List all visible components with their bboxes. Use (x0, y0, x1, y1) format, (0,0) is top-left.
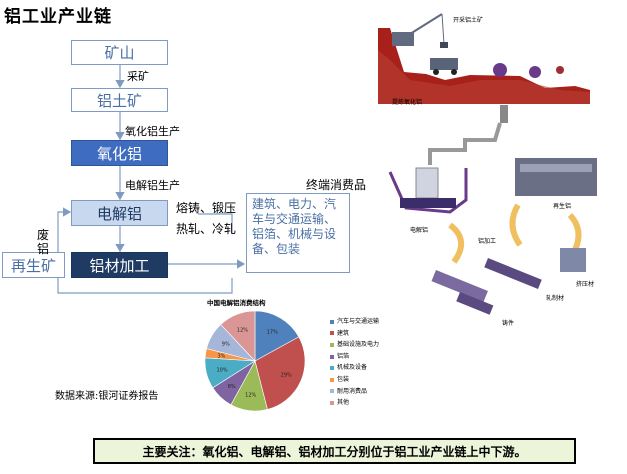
legend-swatch-2 (330, 342, 334, 347)
box-mine: 矿山 (71, 40, 168, 65)
legend-label-6: 耐用消费品 (337, 387, 368, 395)
pie-value-label-5: 3% (217, 354, 225, 360)
truck-icon (430, 58, 458, 70)
label-processing-illustration: 铝加工 (478, 237, 496, 245)
scrap-up-arrow (57, 207, 72, 252)
legend-swatch-3 (330, 354, 334, 359)
legend-swatch-5 (330, 377, 334, 382)
legend-swatch-6 (330, 389, 334, 394)
label-electrolytic-illustration: 电解铝 (410, 226, 428, 234)
legend-entry-1: 建筑 (330, 328, 379, 340)
electrolytic-cell-icon (388, 168, 468, 214)
label-rolling: 热轧、冷轧 (176, 222, 237, 236)
legend-label-0: 汽车与交通运输 (337, 318, 380, 325)
pie-chart: 17% 29% 12% 8% 10% 3% 9% 12% (204, 310, 306, 412)
label-extrusion-illustration: 挤压材 (576, 280, 594, 288)
pie-value-label-6: 9% (222, 342, 230, 348)
label-mine-illustration: 开采铝土矿 (453, 16, 483, 24)
box-alumina: 氧化铝 (71, 140, 168, 166)
pie-slice-0 (254, 310, 300, 362)
pie-value-label-7: 12% (237, 327, 248, 333)
page-title: 铝工业产业链 (4, 7, 112, 27)
legend-swatch-7 (330, 400, 334, 405)
box-fabrication: 铝材加工 (71, 252, 168, 278)
legend-label-5: 包装 (337, 375, 350, 383)
pie-slice-1 (254, 336, 306, 410)
legend-entry-7: 其他 (330, 397, 379, 409)
pie-value-label-1: 29% (281, 373, 292, 379)
label-mining: 采矿 (127, 70, 149, 83)
casting-icon (431, 269, 488, 303)
pie-value-label-2: 12% (245, 393, 256, 399)
legend-entry-5: 包装 (330, 374, 379, 386)
box-bauxite: 铝土矿 (71, 88, 168, 112)
gear-icon (493, 63, 507, 77)
legend-entry-4: 机械及设备 (330, 362, 379, 374)
label-casting-illustration: 铸件 (502, 319, 514, 327)
data-source: 数据来源:银河证券报告 (55, 391, 159, 402)
legend-label-3: 铝箔 (337, 352, 350, 360)
process-connector (198, 213, 233, 233)
legend-label-1: 建筑 (337, 329, 350, 337)
pie-legend: 汽车与交通运输建筑基础设施及电力铝箔机械及设备包装耐用消费品其他 (330, 316, 379, 409)
pie-value-label-0: 17% (267, 330, 278, 336)
pie-title: 中国电解铝消费结构 (207, 299, 266, 307)
label-recycled-illustration: 再生铝 (553, 202, 571, 210)
legend-entry-3: 铝箔 (330, 351, 379, 363)
footer-note: 主要关注：氧化铝、电解铝、铝材加工分别位于铝工业产业链上中下游。 (93, 438, 576, 464)
label-rolled-illustration: 轧制材 (546, 294, 564, 302)
pie-value-label-4: 10% (217, 367, 228, 373)
box-recycled: 再生矿 (2, 252, 65, 278)
box-electrolytic: 电解铝 (71, 200, 168, 226)
rolling-mill-icon (484, 258, 542, 289)
refinery-tank-icon (500, 105, 508, 123)
legend-swatch-4 (330, 366, 334, 371)
consumer-products-box: 建筑、电力、汽车与交通运输、铝箔、机械与设备、包装 (246, 193, 350, 273)
excavator-icon (392, 32, 414, 46)
legend-label-4: 机械及设备 (337, 364, 368, 372)
pie-slice-7 (220, 310, 256, 362)
legend-label-2: 基础设施及电力 (337, 341, 380, 349)
scrap-loop (57, 278, 233, 294)
label-scrap-1: 废 (37, 228, 50, 242)
legend-label-7: 其他 (337, 399, 350, 407)
label-alumina-illustration: 提炼氧化铝 (392, 98, 422, 106)
label-end-consumer: 终端消费品 (306, 178, 367, 192)
legend-entry-0: 汽车与交通运输 (330, 316, 379, 328)
legend-swatch-1 (330, 331, 334, 336)
label-scrap-2: 铝 (37, 242, 50, 256)
recycling-furnace-icon (515, 158, 597, 196)
legend-swatch-0 (330, 319, 334, 324)
label-alumina-production: 氧化铝生产 (125, 125, 180, 138)
legend-entry-2: 基础设施及电力 (330, 339, 379, 351)
label-electrolytic-production: 电解铝生产 (125, 179, 180, 192)
process-illustration: 开采铝土矿 提炼氧化铝 电解铝 再生铝 铝加工 挤压材 轧制材 铸件 (378, 13, 597, 327)
pie-value-label-3: 8% (228, 384, 236, 390)
legend-entry-6: 耐用消费品 (330, 386, 379, 398)
label-casting-forging: 熔铸、锻压 (176, 201, 237, 215)
process-arrow-icon (448, 222, 464, 264)
